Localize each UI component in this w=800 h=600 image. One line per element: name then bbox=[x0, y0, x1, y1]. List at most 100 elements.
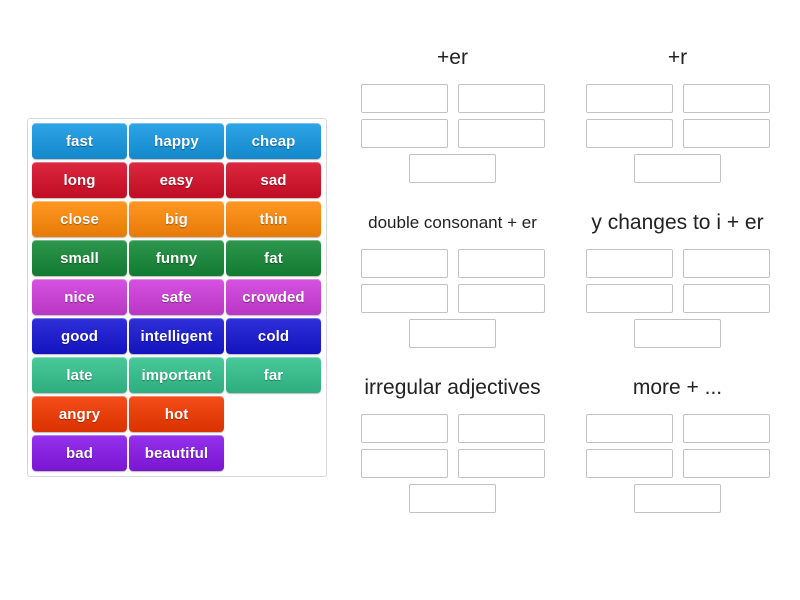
word-tile[interactable]: sad bbox=[226, 162, 321, 198]
category-group: more + ... bbox=[565, 375, 790, 540]
word-tile[interactable]: safe bbox=[129, 279, 224, 315]
slot-row bbox=[360, 284, 545, 313]
category-title: double consonant + er bbox=[368, 213, 537, 232]
word-tile[interactable]: close bbox=[32, 201, 127, 237]
word-tile[interactable]: easy bbox=[129, 162, 224, 198]
category-group: y changes to i + er bbox=[565, 210, 790, 375]
answer-drop-slot[interactable] bbox=[457, 449, 545, 478]
slot-row bbox=[361, 319, 545, 348]
slot-row bbox=[585, 449, 770, 478]
answer-drop-slot[interactable] bbox=[682, 249, 770, 278]
slot-row bbox=[585, 414, 770, 443]
word-tile[interactable]: big bbox=[129, 201, 224, 237]
answer-drop-slot[interactable] bbox=[360, 119, 448, 148]
word-tile-empty-slot bbox=[226, 435, 321, 471]
category-slot-stack bbox=[360, 414, 545, 519]
answer-drop-slot[interactable] bbox=[634, 319, 721, 348]
word-tile[interactable]: fat bbox=[226, 240, 321, 276]
answer-drop-slot[interactable] bbox=[585, 249, 673, 278]
answer-drop-slot[interactable] bbox=[585, 84, 673, 113]
category-slot-stack bbox=[360, 249, 545, 354]
category-slot-stack bbox=[585, 414, 770, 519]
answer-drop-slot[interactable] bbox=[457, 84, 545, 113]
category-group: irregular adjectives bbox=[340, 375, 565, 540]
slot-row bbox=[585, 119, 770, 148]
word-tile[interactable]: thin bbox=[226, 201, 321, 237]
word-tile[interactable]: happy bbox=[129, 123, 224, 159]
answer-drop-slot[interactable] bbox=[682, 449, 770, 478]
word-tile[interactable]: intelligent bbox=[129, 318, 224, 354]
word-tile[interactable]: angry bbox=[32, 396, 127, 432]
word-tile[interactable]: far bbox=[226, 357, 321, 393]
answer-drop-slot[interactable] bbox=[360, 249, 448, 278]
category-drop-zones: +er +r double consonant + er y changes to i… bbox=[340, 45, 790, 555]
answer-drop-slot[interactable] bbox=[682, 284, 770, 313]
slot-row bbox=[360, 249, 545, 278]
category-group: double consonant + er bbox=[340, 210, 565, 375]
slot-row bbox=[586, 319, 770, 348]
answer-drop-slot[interactable] bbox=[457, 249, 545, 278]
answer-drop-slot[interactable] bbox=[585, 284, 673, 313]
answer-drop-slot[interactable] bbox=[682, 119, 770, 148]
slot-row bbox=[361, 484, 545, 513]
word-tile[interactable]: crowded bbox=[226, 279, 321, 315]
answer-drop-slot[interactable] bbox=[360, 84, 448, 113]
answer-drop-slot[interactable] bbox=[682, 414, 770, 443]
category-group: +r bbox=[565, 45, 790, 210]
word-tile[interactable]: important bbox=[129, 357, 224, 393]
answer-drop-slot[interactable] bbox=[360, 284, 448, 313]
category-slot-stack bbox=[585, 84, 770, 189]
answer-drop-slot[interactable] bbox=[634, 484, 721, 513]
word-tile[interactable]: long bbox=[32, 162, 127, 198]
category-title: y changes to i + er bbox=[591, 211, 764, 234]
word-tile[interactable]: late bbox=[32, 357, 127, 393]
answer-drop-slot[interactable] bbox=[457, 119, 545, 148]
category-title: more + ... bbox=[632, 376, 723, 399]
answer-drop-slot[interactable] bbox=[360, 449, 448, 478]
category-group: +er bbox=[340, 45, 565, 210]
slot-row bbox=[360, 84, 545, 113]
category-slot-stack bbox=[585, 249, 770, 354]
answer-drop-slot[interactable] bbox=[457, 414, 545, 443]
answer-drop-slot[interactable] bbox=[409, 484, 496, 513]
word-tile[interactable]: good bbox=[32, 318, 127, 354]
answer-drop-slot[interactable] bbox=[360, 414, 448, 443]
category-title: irregular adjectives bbox=[364, 376, 541, 399]
word-tile[interactable]: fast bbox=[32, 123, 127, 159]
word-tile[interactable]: cheap bbox=[226, 123, 321, 159]
word-tile[interactable]: small bbox=[32, 240, 127, 276]
word-tile[interactable]: beautiful bbox=[129, 435, 224, 471]
slot-row bbox=[586, 484, 770, 513]
word-tile[interactable]: cold bbox=[226, 318, 321, 354]
answer-drop-slot[interactable] bbox=[409, 154, 496, 183]
word-tile[interactable]: nice bbox=[32, 279, 127, 315]
answer-drop-slot[interactable] bbox=[585, 414, 673, 443]
word-tile[interactable]: hot bbox=[129, 396, 224, 432]
slot-row bbox=[360, 449, 545, 478]
answer-drop-slot[interactable] bbox=[585, 449, 673, 478]
answer-drop-slot[interactable] bbox=[409, 319, 496, 348]
slot-row bbox=[585, 284, 770, 313]
word-tile[interactable]: bad bbox=[32, 435, 127, 471]
category-title: +r bbox=[667, 46, 688, 69]
slot-row bbox=[586, 154, 770, 183]
slot-row bbox=[361, 154, 545, 183]
word-tile[interactable]: funny bbox=[129, 240, 224, 276]
answer-drop-slot[interactable] bbox=[634, 154, 721, 183]
answer-drop-slot[interactable] bbox=[457, 284, 545, 313]
answer-drop-slot[interactable] bbox=[585, 119, 673, 148]
category-row: irregular adjectives more + ... bbox=[340, 375, 790, 540]
answer-drop-slot[interactable] bbox=[682, 84, 770, 113]
category-title: +er bbox=[437, 46, 468, 69]
category-row: double consonant + er y changes to i + er bbox=[340, 210, 790, 375]
category-slot-stack bbox=[360, 84, 545, 189]
